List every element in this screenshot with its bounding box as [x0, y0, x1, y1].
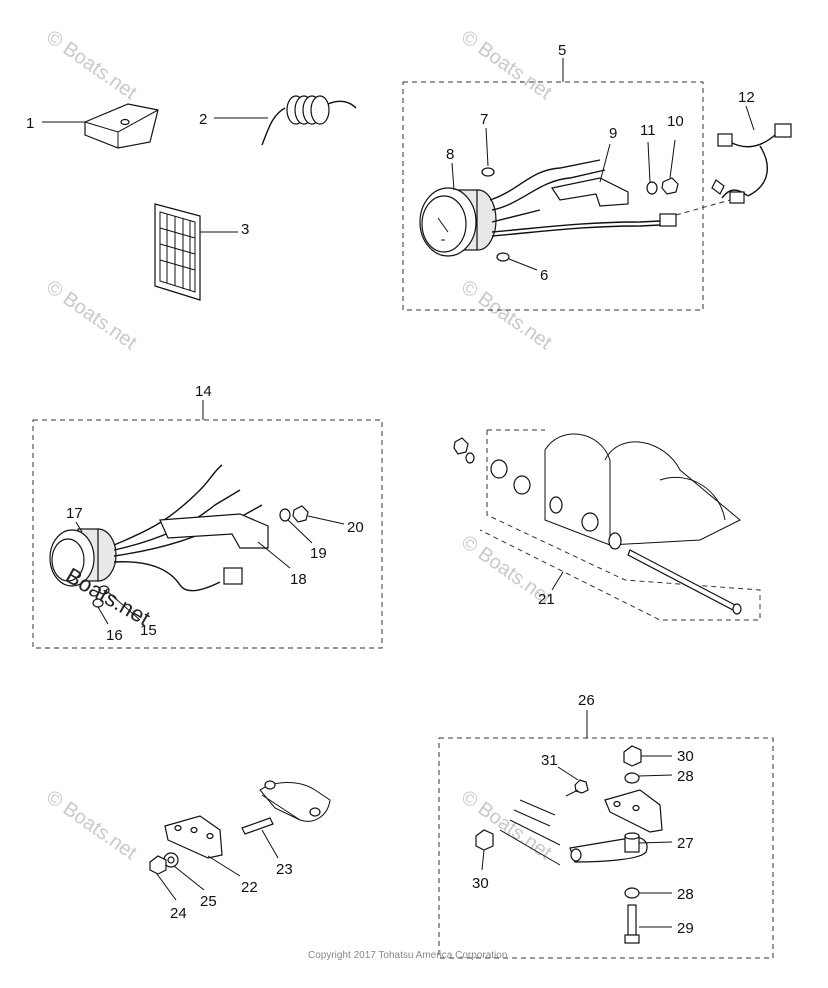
callout-5: 5 [558, 42, 566, 59]
part-12-harness: 12 [675, 89, 792, 216]
callout-11: 11 [640, 122, 656, 139]
callout-20: 20 [347, 519, 364, 536]
callout-17: 17 [66, 505, 83, 522]
group-14-box [32, 419, 383, 649]
watermark-7: © Boats.net [457, 786, 556, 864]
group-26-box [438, 737, 774, 959]
callout-14: 14 [195, 383, 212, 400]
callout-25: 25 [200, 893, 217, 910]
part-3-decal: 3 [154, 203, 249, 301]
callout-28a: 28 [677, 768, 694, 785]
copyright-text: Copyright 2017 Tohatsu America Corporati… [308, 950, 507, 961]
group-5-box [402, 81, 704, 311]
watermark-1: © Boats.net [42, 26, 141, 104]
callout-8: 8 [446, 146, 454, 163]
group-21-mounting: 21 [453, 429, 761, 621]
callout-30a: 30 [677, 748, 694, 765]
callout-1: 1 [26, 115, 34, 132]
callout-19: 19 [310, 545, 327, 562]
callout-3: 3 [241, 221, 249, 238]
callout-29: 29 [677, 920, 694, 937]
callout-2: 2 [199, 111, 207, 128]
group-26-arm-assembly: 26 31 30 28 27 28 29 [438, 692, 774, 959]
callout-23: 23 [276, 861, 293, 878]
watermark-6: © Boats.net [42, 786, 141, 864]
callout-26: 26 [578, 692, 595, 709]
callout-10: 10 [667, 113, 684, 130]
callout-9: 9 [609, 125, 617, 142]
watermarks: © Boats.net © Boats.net © Boats.net © Bo… [42, 26, 556, 864]
watermark-3: © Boats.net [42, 276, 141, 354]
callout-22: 22 [241, 879, 258, 896]
group-14-gauge-assembly: 14 17 18 19 20 15 16 Boats.net [32, 383, 383, 649]
callout-7: 7 [480, 111, 488, 128]
part-1-pouch: 1 [26, 103, 159, 149]
watermark-2: © Boats.net [457, 26, 556, 104]
callout-18: 18 [290, 571, 307, 588]
callout-31: 31 [541, 752, 558, 769]
callout-30b: 30 [472, 875, 489, 892]
callout-21: 21 [538, 591, 555, 608]
group-21-box [479, 429, 761, 621]
watermark-4: © Boats.net [457, 276, 556, 354]
callout-6: 6 [540, 267, 548, 284]
part-2-coil: 2 [199, 95, 357, 146]
callout-27: 27 [677, 835, 694, 852]
callout-15: 15 [140, 622, 157, 639]
group-5-gauge-assembly: 5 9 11 10 7 6 8 [402, 42, 704, 311]
callout-16: 16 [106, 627, 123, 644]
bracket-parts-22-25: 22 23 25 24 [149, 780, 331, 922]
callout-12: 12 [738, 89, 755, 106]
callout-24: 24 [170, 905, 187, 922]
callout-28b: 28 [677, 886, 694, 903]
